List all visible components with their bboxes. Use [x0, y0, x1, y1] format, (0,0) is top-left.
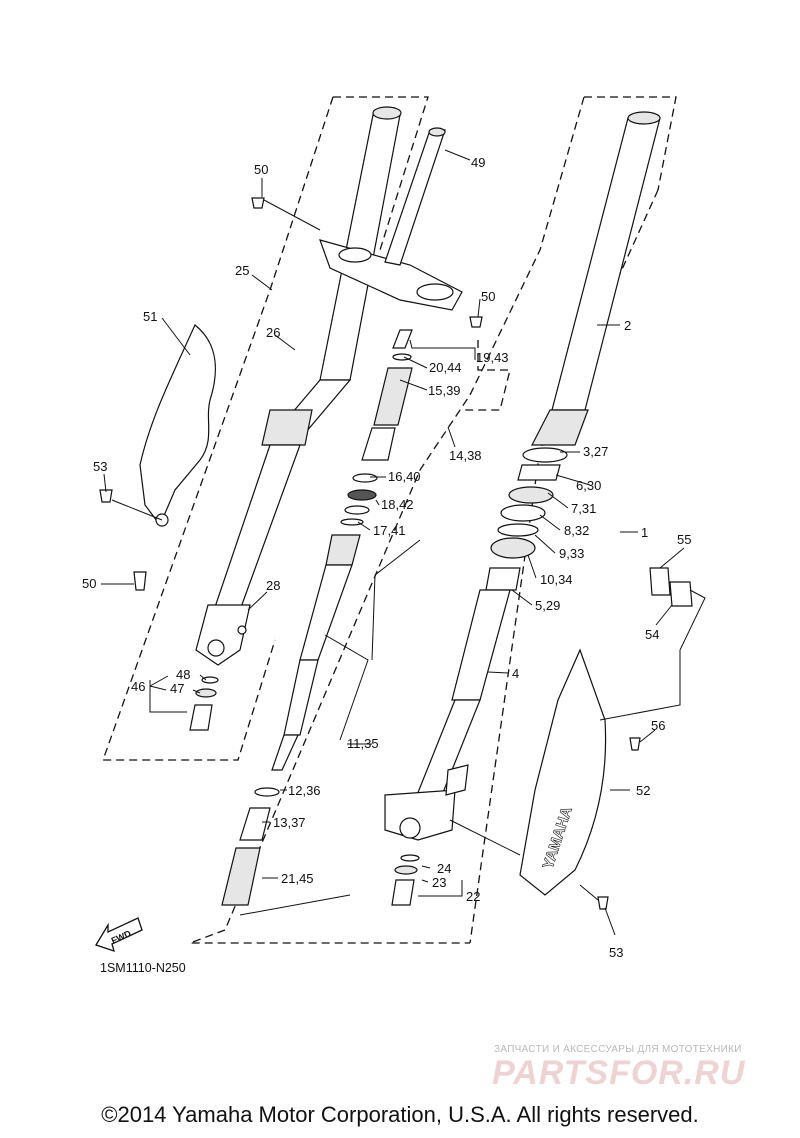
left-outer-tube — [213, 106, 402, 611]
callout-14-38: 14,38 — [449, 448, 482, 463]
right-inner-tube — [384, 589, 511, 841]
part-callouts: 1 2 3,27 4 5,29 6,30 7,31 8,32 9,33 10,3… — [82, 155, 691, 960]
callout-11-35: 11,35 — [347, 736, 379, 751]
callout-54: 54 — [645, 627, 659, 642]
callout-53-left: 53 — [93, 459, 107, 474]
callout-28: 28 — [266, 578, 280, 593]
callout-56: 56 — [651, 718, 665, 733]
callout-47: 47 — [170, 681, 184, 696]
diagram-code: 1SM1110-N250 — [100, 961, 186, 975]
callout-50-top: 50 — [254, 162, 268, 177]
copyright-notice: ©2014 Yamaha Motor Corporation, U.S.A. A… — [101, 1102, 699, 1127]
callout-25: 25 — [235, 263, 249, 278]
callout-6-30: 6,30 — [576, 478, 601, 493]
callout-8-32: 8,32 — [564, 523, 589, 538]
callout-16-40: 16,40 — [388, 469, 421, 484]
callout-20-44: 20,44 — [429, 360, 462, 375]
callout-53-right: 53 — [609, 945, 623, 960]
callout-4: 4 — [512, 666, 519, 681]
damper-cartridge — [221, 329, 413, 906]
right-outer-tube — [531, 111, 661, 446]
leader-lines — [101, 149, 706, 936]
right-fork-guard: YAMAHA — [519, 648, 607, 896]
callout-49: 49 — [471, 155, 485, 170]
callout-55: 55 — [677, 532, 691, 547]
callout-3-27: 3,27 — [583, 444, 608, 459]
callout-2: 2 — [624, 318, 631, 333]
right-seal-stack — [485, 447, 568, 591]
watermark-logo: PARTSFOR.RU — [492, 1054, 746, 1092]
callout-1: 1 — [641, 525, 648, 540]
callout-10-34: 10,34 — [540, 572, 573, 587]
callout-46: 46 — [131, 679, 145, 694]
callout-51: 51 — [143, 309, 157, 324]
callout-12-36: 12,36 — [288, 783, 321, 798]
callout-23: 23 — [432, 875, 446, 890]
callout-48: 48 — [176, 667, 190, 682]
callout-26: 26 — [266, 325, 280, 340]
callout-7-31: 7,31 — [571, 501, 596, 516]
watermark-text: ЗАПЧАСТИ И АКСЕССУАРЫ ДЛЯ МОТОТЕХНИКИ — [494, 1044, 742, 1055]
callout-5-29: 5,29 — [535, 598, 560, 613]
callout-22: 22 — [466, 889, 480, 904]
callout-50-right: 50 — [481, 289, 495, 304]
callout-9-33: 9,33 — [559, 546, 584, 561]
callout-17-41: 17,41 — [373, 523, 406, 538]
callout-15-39: 15,39 — [428, 383, 461, 398]
right-bottom-bolt-set — [391, 854, 420, 906]
callout-18-42: 18,42 — [381, 497, 414, 512]
left-fork-guard — [139, 324, 216, 527]
triple-clamp — [319, 127, 463, 311]
left-axle-bracket — [195, 604, 251, 666]
callout-52: 52 — [636, 783, 650, 798]
callout-19-43: 19,43 — [476, 350, 509, 365]
callout-21-45: 21,45 — [281, 871, 314, 886]
small-hardware — [99, 197, 693, 910]
fwd-arrow-icon: FWD — [95, 917, 143, 953]
callout-13-37: 13,37 — [273, 815, 306, 830]
callout-24: 24 — [437, 861, 451, 876]
callout-50-left: 50 — [82, 576, 96, 591]
left-bottom-bolt-set — [189, 676, 219, 731]
